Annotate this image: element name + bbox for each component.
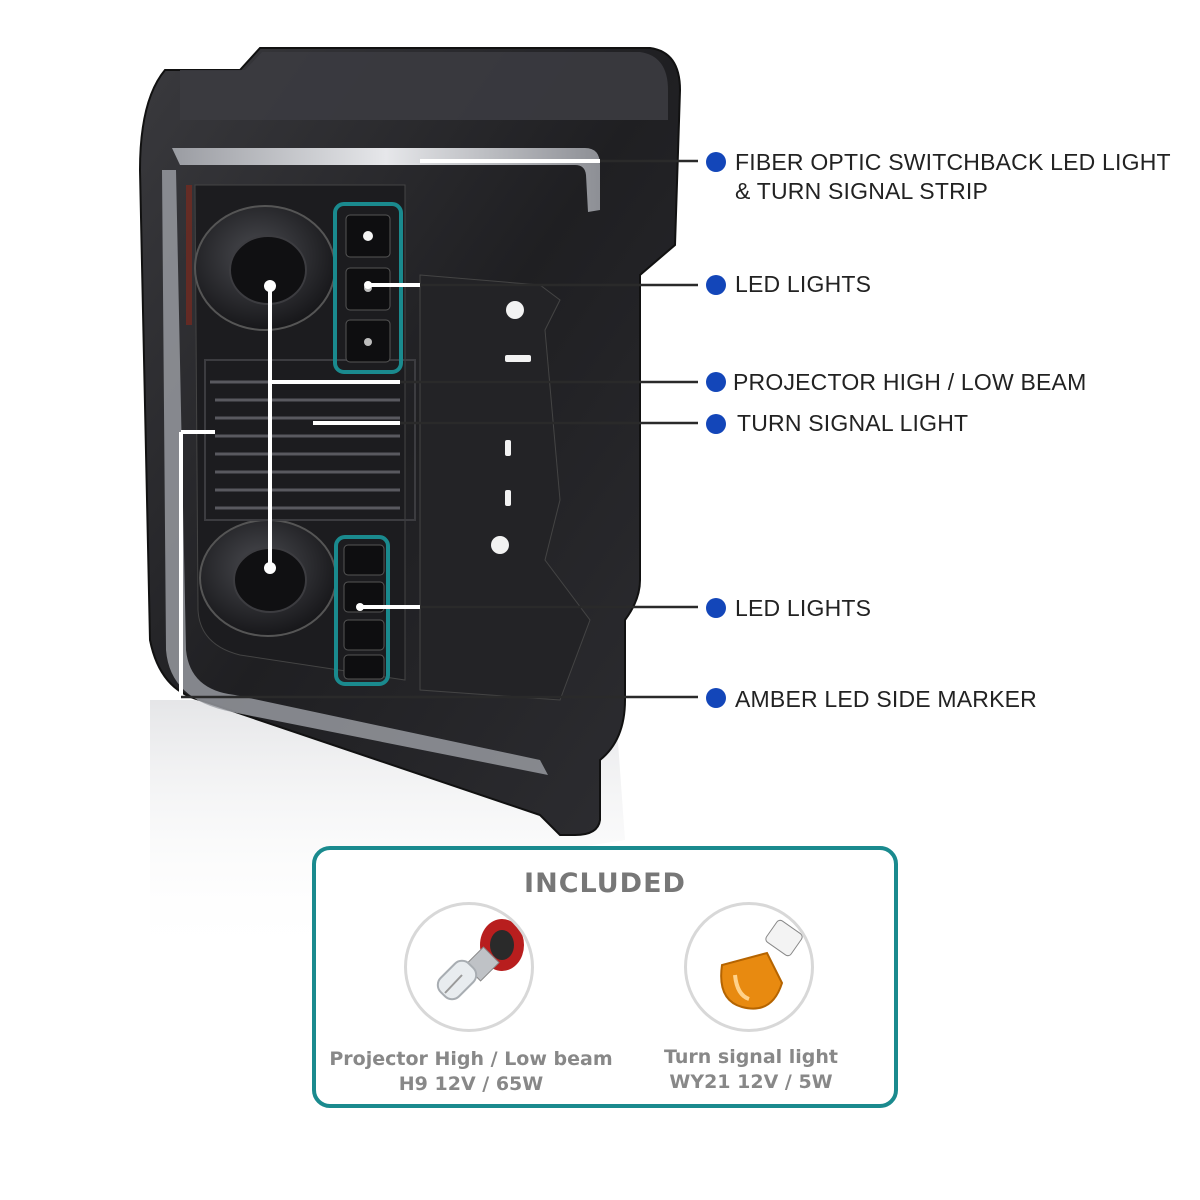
callout-dot-amber-marker <box>706 688 726 708</box>
callout-dot-led-lower <box>706 598 726 618</box>
lower-led-highlight <box>334 535 390 686</box>
callout-fiber-optic-line2: & TURN SIGNAL STRIP <box>735 178 989 204</box>
amber-bulb-icon <box>684 902 814 1032</box>
callout-dot-projector <box>706 372 726 392</box>
callout-dot-turn-signal <box>706 414 726 434</box>
upper-led-highlight <box>333 202 403 374</box>
callout-dot-led-upper <box>706 275 726 295</box>
included-item-turn-signal-line1: Turn signal light <box>663 1046 839 1068</box>
callout-dot-fiber <box>706 152 726 172</box>
included-box: INCLUDED Projector High / Low beam H9 12… <box>312 846 898 1108</box>
included-item-projector-line2: H9 12V / 65W <box>398 1073 544 1095</box>
leader-lines-dark <box>181 159 698 699</box>
lower-led-modules <box>343 544 385 680</box>
callout-turn-signal: TURN SIGNAL LIGHT <box>737 410 969 436</box>
included-item-turn-signal-line2: WY21 12V / 5W <box>669 1071 833 1093</box>
callout-fiber-optic-line1: FIBER OPTIC SWITCHBACK LED LIGHT <box>735 149 1171 175</box>
callout-amber-side-marker: AMBER LED SIDE MARKER <box>735 686 1037 712</box>
halogen-bulb-icon <box>404 902 534 1032</box>
fiber-strip-top <box>172 148 600 212</box>
leader-lines-white <box>179 159 600 697</box>
callout-led-lights-lower: LED LIGHTS <box>735 595 872 621</box>
included-title: INCLUDED <box>524 868 686 899</box>
callout-led-lights-upper: LED LIGHTS <box>735 271 872 297</box>
callout-projector-beam: PROJECTOR HIGH / LOW BEAM <box>733 369 1087 395</box>
included-item-projector-line1: Projector High / Low beam <box>329 1048 613 1070</box>
